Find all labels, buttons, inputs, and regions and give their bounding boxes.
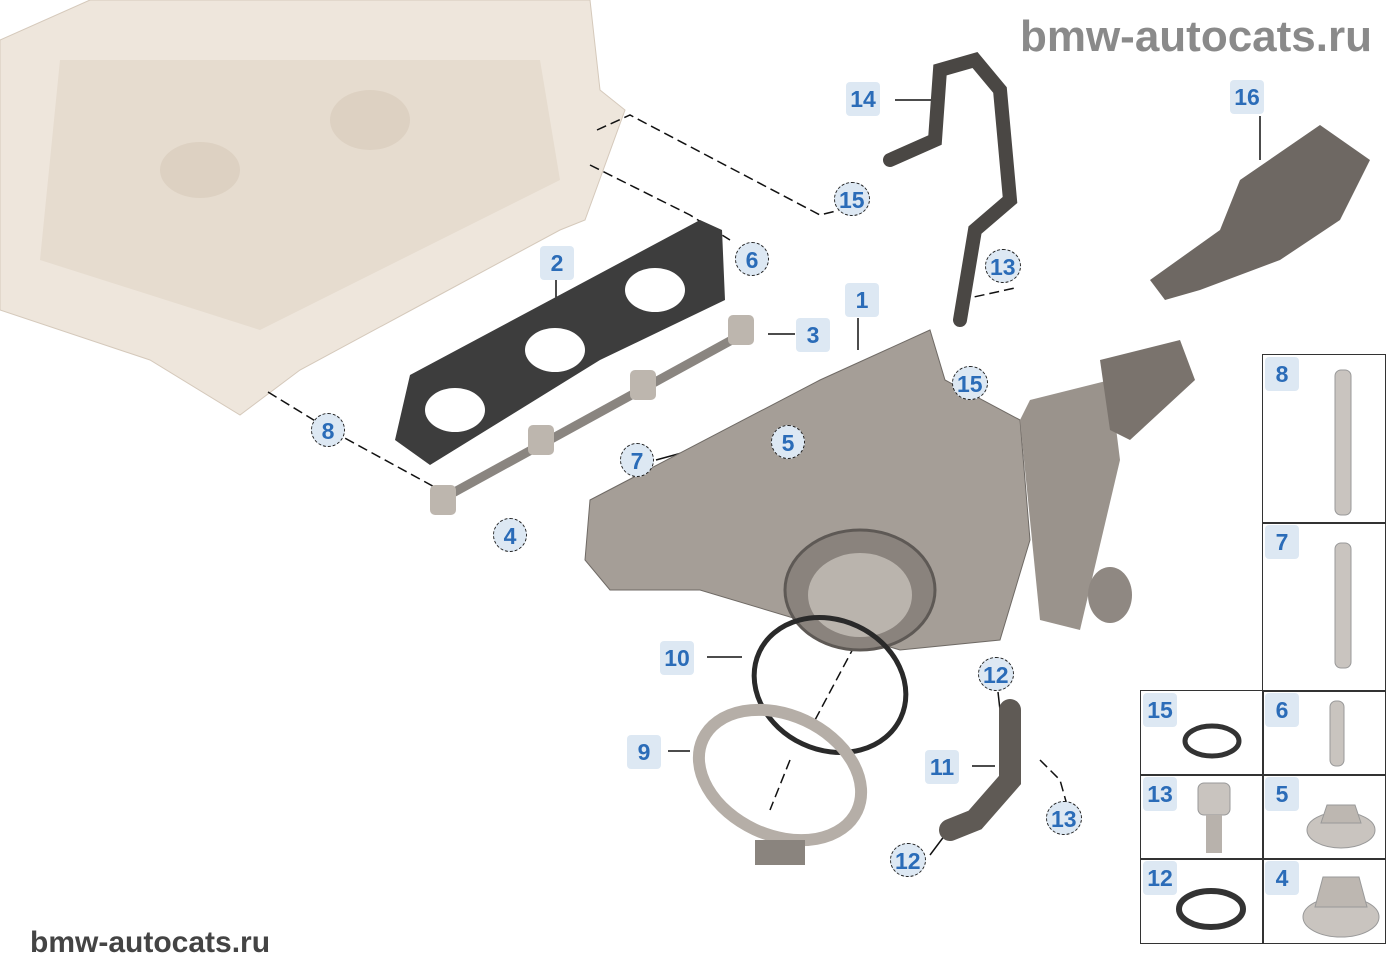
legend-cell-7[interactable]: 7 (1262, 522, 1386, 692)
flange-nut-icon (1306, 804, 1376, 849)
cylinder-head (0, 0, 626, 416)
flange-nut-icon (1302, 876, 1380, 938)
legend-label: 8 (1265, 357, 1299, 391)
callout-2[interactable]: 2 (540, 246, 574, 280)
callout-6[interactable]: 6 (735, 242, 769, 276)
callout-4[interactable]: 4 (493, 518, 527, 552)
legend-cell-8[interactable]: 8 (1262, 354, 1386, 524)
callout-5[interactable]: 5 (771, 425, 805, 459)
seal-ring-icon (1176, 888, 1246, 930)
legend-cell-5[interactable]: 5 (1262, 774, 1386, 860)
legend-label: 15 (1143, 693, 1177, 727)
callout-11[interactable]: 11 (925, 750, 959, 784)
legend-label: 4 (1265, 861, 1299, 895)
callout-13[interactable]: 13 (1046, 801, 1082, 835)
stud-icon (1334, 542, 1352, 669)
bolt-icon (1197, 782, 1231, 853)
legend-cell-15[interactable]: 15 (1140, 690, 1264, 776)
turbocharger-part-1 (584, 329, 1195, 652)
legend-cell-6[interactable]: 6 (1262, 690, 1386, 776)
o-ring-icon (1182, 723, 1242, 759)
legend-label: 12 (1143, 861, 1177, 895)
callout-1[interactable]: 1 (845, 283, 879, 317)
callout-15[interactable]: 15 (834, 182, 870, 216)
callout-14[interactable]: 14 (846, 82, 880, 116)
callout-7[interactable]: 7 (620, 443, 654, 477)
callout-3[interactable]: 3 (796, 318, 830, 352)
callout-8[interactable]: 8 (311, 413, 345, 447)
callout-9[interactable]: 9 (627, 735, 661, 769)
callout-12[interactable]: 12 (978, 657, 1014, 691)
watermark-top: bmw-autocats.ru (1019, 12, 1372, 61)
legend-cell-13[interactable]: 13 (1140, 774, 1264, 860)
legend-label: 13 (1143, 777, 1177, 811)
legend-label: 6 (1265, 693, 1299, 727)
dowel-pin-icon (1329, 700, 1345, 767)
callout-10[interactable]: 10 (660, 641, 694, 675)
legend-label: 5 (1265, 777, 1299, 811)
pin-icon (1334, 369, 1352, 516)
watermark-bottom: bmw-autocats.ru (30, 926, 271, 959)
callout-12[interactable]: 12 (890, 843, 926, 877)
callout-13[interactable]: 13 (985, 249, 1021, 283)
legend-cell-12[interactable]: 12 (1140, 858, 1264, 944)
callout-15[interactable]: 15 (952, 366, 988, 400)
legend-label: 7 (1265, 525, 1299, 559)
callout-16[interactable]: 16 (1230, 80, 1264, 114)
legend-cell-4[interactable]: 4 (1262, 858, 1386, 944)
